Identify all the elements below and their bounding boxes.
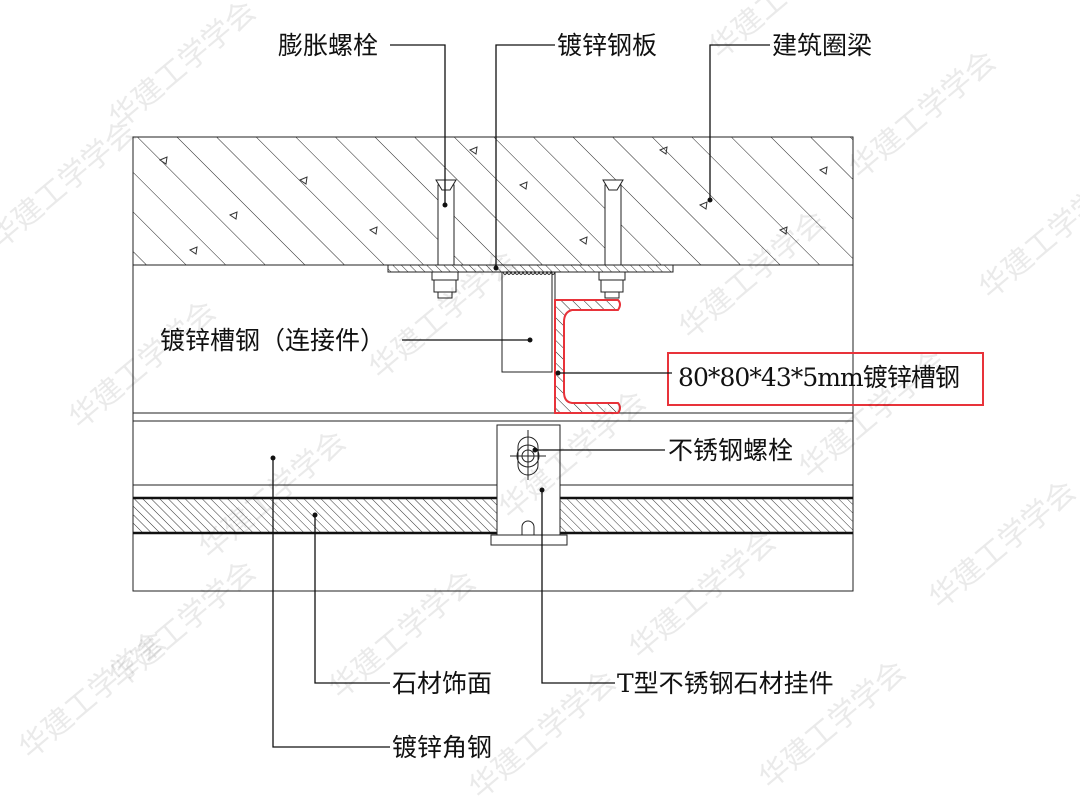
channel-steel-highlight — [554, 299, 621, 414]
watermark: 华建工学学会 — [13, 624, 173, 767]
watermark: 华建工学学会 — [623, 524, 783, 667]
label-t-hanger: T型不锈钢石材挂件 — [617, 669, 834, 698]
watermark: 华建工学学会 — [103, 0, 263, 136]
label-channel-spec: 80*80*43*5mm镀锌槽钢 — [678, 363, 960, 392]
watermark: 华建工学学会 — [973, 164, 1080, 307]
label-stone-facing: 石材饰面 — [392, 669, 492, 698]
watermark: 华建工学学会 — [843, 44, 1003, 187]
watermark: 华建工学学会 — [0, 114, 143, 257]
stone-facing-layer — [133, 496, 853, 535]
galvanized-steel-plate — [387, 264, 674, 273]
watermark: 华建工学学会 — [63, 294, 223, 437]
label-channel-connector: 镀锌槽钢（连接件） — [160, 326, 385, 355]
watermark: 华建工学学会 — [923, 474, 1080, 617]
expansion-bolt-left — [431, 179, 459, 299]
frame-lines — [132, 136, 854, 592]
label-ring-beam: 建筑圈梁 — [772, 31, 872, 60]
leader-lines — [272, 44, 770, 748]
concrete-ring-beam — [132, 136, 854, 266]
label-expansion-bolt: 膨胀螺栓 — [278, 31, 378, 60]
expansion-bolt-right — [598, 179, 626, 299]
leader-dots — [270, 197, 713, 518]
label-angle-steel: 镀锌角钢 — [392, 733, 492, 762]
t-hanger — [490, 424, 568, 546]
channel-connector — [501, 270, 556, 373]
spec-highlight-box — [667, 352, 984, 406]
label-galvanized-plate: 镀锌钢板 — [557, 31, 657, 60]
label-stainless-bolt: 不锈钢螺栓 — [668, 436, 793, 465]
